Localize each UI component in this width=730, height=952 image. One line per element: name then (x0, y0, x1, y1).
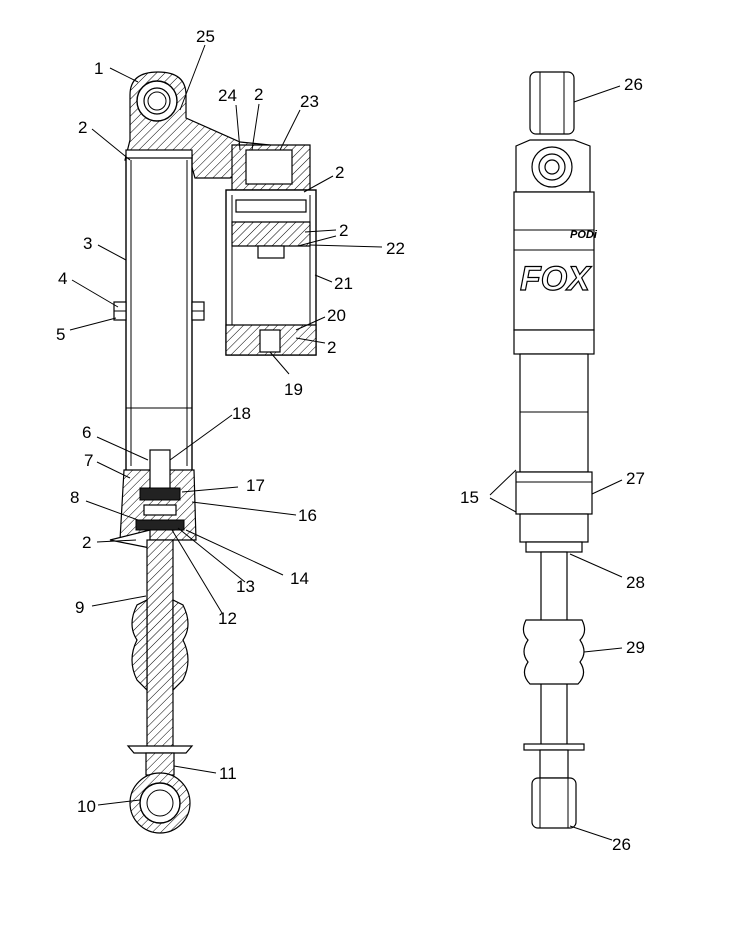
callout-3: 3 (83, 234, 92, 253)
callout-24: 24 (218, 86, 237, 105)
callout-2: 2 (335, 163, 344, 182)
seal-head (109, 449, 197, 549)
bottom-eyelet (126, 745, 194, 834)
callout-2: 2 (327, 338, 336, 357)
callout-16: 16 (298, 506, 317, 525)
callout-26: 26 (612, 835, 631, 854)
callout-6: 6 (82, 423, 91, 442)
leader-lines (69, 44, 623, 841)
decal-model: PODi (570, 229, 598, 241)
callout-9: 9 (75, 598, 84, 617)
reservoir (225, 144, 317, 356)
shaft (131, 539, 189, 751)
decal-brand: FOX (520, 260, 592, 298)
callout-25: 25 (196, 27, 215, 46)
callout-20: 20 (327, 306, 346, 325)
callout-18: 18 (232, 404, 251, 423)
callout-2: 2 (254, 85, 263, 104)
callout-2: 2 (339, 221, 348, 240)
callout-12: 12 (218, 609, 237, 628)
callout-17: 17 (246, 476, 265, 495)
callout-2: 2 (82, 533, 91, 552)
sectioned-shock (109, 71, 317, 834)
callout-5: 5 (56, 325, 65, 344)
callout-15: 15 (460, 488, 479, 507)
callout-labels: 1 25 2 3 4 5 24 2 23 2 2 22 21 20 2 19 6… (56, 27, 645, 854)
callout-27: 27 (626, 469, 645, 488)
callout-4: 4 (58, 269, 67, 288)
callout-19: 19 (284, 380, 303, 399)
callout-22: 22 (386, 239, 405, 258)
callout-29: 29 (626, 638, 645, 657)
callout-23: 23 (300, 92, 319, 111)
callout-28: 28 (626, 573, 645, 592)
callout-21: 21 (334, 274, 353, 293)
callout-10: 10 (77, 797, 96, 816)
callout-7: 7 (84, 451, 93, 470)
callout-8: 8 (70, 488, 79, 507)
callout-11: 11 (219, 764, 237, 783)
callout-14: 14 (290, 569, 309, 588)
callout-2: 2 (78, 118, 87, 137)
top-bushing (529, 71, 575, 135)
exterior-shock: PODi FOX (513, 71, 598, 829)
body-tube (113, 149, 205, 472)
callout-26: 26 (624, 75, 643, 94)
callout-1: 1 (94, 59, 103, 78)
callout-13: 13 (236, 577, 255, 596)
